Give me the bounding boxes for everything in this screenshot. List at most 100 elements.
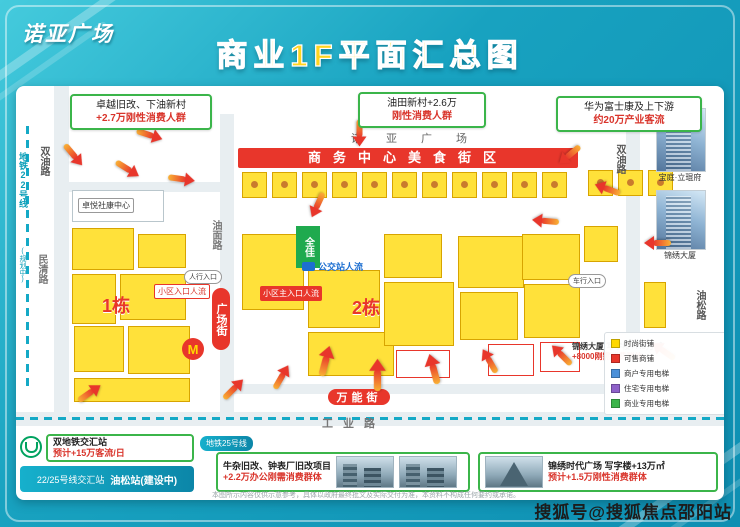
render-caption: 宝庭·立琨府 <box>658 173 702 182</box>
road-label-gongye: 工业路 <box>322 418 385 430</box>
dual-metro-line2: 预计+15万客流/日 <box>53 448 125 458</box>
jinxiu-times-photo <box>485 456 543 488</box>
shop-stall <box>452 172 477 198</box>
legend-swatch <box>611 339 620 348</box>
entrance-flow-tag: 小区入口人流 <box>154 284 210 299</box>
shop-stall <box>512 172 537 198</box>
niuza-line2: +2.2万办公刚需消费群体 <box>223 472 322 482</box>
shop-stall <box>618 170 643 196</box>
shop-stall <box>542 172 567 198</box>
niuza-redev-box: 牛杂旧改、钟表厂旧改项目 +2.2万办公刚需消费群体 <box>216 452 470 492</box>
building-block <box>384 282 454 346</box>
shop-stall <box>422 172 447 198</box>
metro-22-label: 地铁22号线 <box>18 152 28 208</box>
road-wanneng <box>220 384 640 394</box>
building-block <box>522 234 580 280</box>
road-label-youmian: 油面路 <box>210 220 221 250</box>
shop-stall <box>332 172 357 198</box>
niuza-line1: 牛杂旧改、钟表厂旧改项目 <box>223 460 332 471</box>
legend-item: 商业专用电梯 <box>611 398 721 409</box>
building-block <box>72 274 116 324</box>
legend-swatch <box>611 384 620 393</box>
callout-youtian: 油田新村+2.6万 刚性消费人群 <box>358 92 486 128</box>
legend-item: 住宅专用电梯 <box>611 383 721 394</box>
vacant-unit <box>396 350 450 378</box>
niuza-text: 牛杂旧改、钟表厂旧改项目 +2.2万办公刚需消费群体 <box>223 461 331 484</box>
road-label-shuangyou-left: 双油路 <box>38 146 49 176</box>
road-top-left <box>69 182 221 192</box>
interchange-station-box: 22/25号线交汇站 油松站(建设中) <box>20 466 194 492</box>
metro-22-note: (规划中) <box>19 248 26 283</box>
legend-label: 可售商铺 <box>624 354 654 363</box>
shop-stall <box>392 172 417 198</box>
building-block <box>458 236 524 288</box>
road-vertical-center <box>220 114 234 414</box>
legend-swatch <box>611 399 620 408</box>
community-center-label: 卓悦社康中心 <box>78 198 134 213</box>
station-line2: 油松站(建设中) <box>110 475 178 487</box>
callout-zhuoyue: 卓越旧改、下油新村 +2.7万刚性消费人群 <box>70 94 212 130</box>
quanjia-store-label: 全佳 <box>296 226 320 268</box>
building-block <box>384 234 442 278</box>
vehicle-entry-label: 车行入口 <box>568 274 606 288</box>
building-block <box>460 292 518 340</box>
dual-metro-text: 双地铁交汇站 预计+15万客流/日 <box>53 437 125 460</box>
callout-line: 刚性消费人群 <box>392 111 452 122</box>
jinxiu-times-box: 锦绣时代广场 写字楼+13万㎡ 预计+1.5万刚性消费群体 <box>478 452 718 492</box>
legend-label: 住宅专用电梯 <box>624 384 669 393</box>
callout-line: 华为富士康及上下游 <box>584 102 674 113</box>
map-panel: 卓悦社康中心 <box>16 86 724 500</box>
building-1-label: 1栋 <box>102 296 131 316</box>
redev-photo <box>399 456 458 488</box>
road-pill-wanneng: 万能街 <box>328 389 390 405</box>
map-legend: 时尚街铺 可售商铺 商户专用电梯 住宅专用电梯 商业专用电梯 <box>604 332 724 415</box>
shop-stall <box>588 170 613 196</box>
food-street-banner: 商务中心美食街区 <box>238 148 578 168</box>
road-label-minqing: 民清路 <box>36 254 47 284</box>
road-label-yousong: 油松路 <box>694 290 705 320</box>
callout-huawei: 华为富士康及上下游 约20万产业客流 <box>556 96 702 132</box>
building-block <box>128 326 190 374</box>
building-2-label: 2栋 <box>352 298 381 318</box>
shop-stall <box>272 172 297 198</box>
callout-line: +2.7万刚性消费人群 <box>96 113 186 124</box>
road-vertical-left <box>54 86 69 426</box>
brand-logo: 诺亚广场 <box>22 23 114 46</box>
metro-25-tag: 地铁25号线 <box>200 436 253 451</box>
bus-icon <box>302 262 315 271</box>
shop-stall-row <box>242 172 567 198</box>
plaza-name-spaced: 诺亚广场 <box>351 133 491 145</box>
metro-line-22 <box>26 126 29 388</box>
jinxiu-times-line1: 锦绣时代广场 写字楼+13万㎡ <box>548 460 665 471</box>
legend-label: 商户专用电梯 <box>624 369 669 378</box>
legend-item: 可售商铺 <box>611 353 721 364</box>
flow-arrow-icon <box>644 236 671 250</box>
legend-swatch <box>611 369 620 378</box>
building-block <box>74 326 124 372</box>
flow-arrow-icon <box>112 156 143 183</box>
disclaimer-text: 本图所示内容仅供示意参考，具体以政府最终批文及实际交付为准，本资料不构成任何要约… <box>212 492 520 499</box>
jinxiu-times-text: 锦绣时代广场 写字楼+13万㎡ 预计+1.5万刚性消费群体 <box>548 461 665 484</box>
main-entrance-flow-tag: 小区主入口人流 <box>260 286 322 301</box>
pedestrian-entry-label: 人行入口 <box>184 270 222 284</box>
dual-metro-box: 双地铁交汇站 预计+15万客流/日 <box>46 434 194 462</box>
building-block <box>584 226 618 262</box>
flow-arrow-icon <box>369 358 386 392</box>
legend-label: 时尚街铺 <box>624 339 654 348</box>
legend-item: 商户专用电梯 <box>611 368 721 379</box>
bus-flow-label: 公交站人流 <box>318 262 364 272</box>
metro-logo-icon <box>20 436 42 458</box>
building-block <box>644 282 666 328</box>
jinxiu-times-line2: 预计+1.5万刚性消费群体 <box>548 472 647 482</box>
callout-line: 约20万产业客流 <box>593 115 665 126</box>
redev-photo <box>336 456 395 488</box>
building-block <box>72 228 134 270</box>
dual-metro-line1: 双地铁交汇站 <box>53 436 108 447</box>
metro-line-25 <box>16 417 724 420</box>
road-label-shuangyou-right: 双油路 <box>614 144 625 174</box>
shop-stall <box>482 172 507 198</box>
callout-line: 卓越旧改、下油新村 <box>96 100 186 111</box>
station-line1: 22/25号线交汇站 <box>36 474 105 485</box>
legend-swatch <box>611 354 620 363</box>
